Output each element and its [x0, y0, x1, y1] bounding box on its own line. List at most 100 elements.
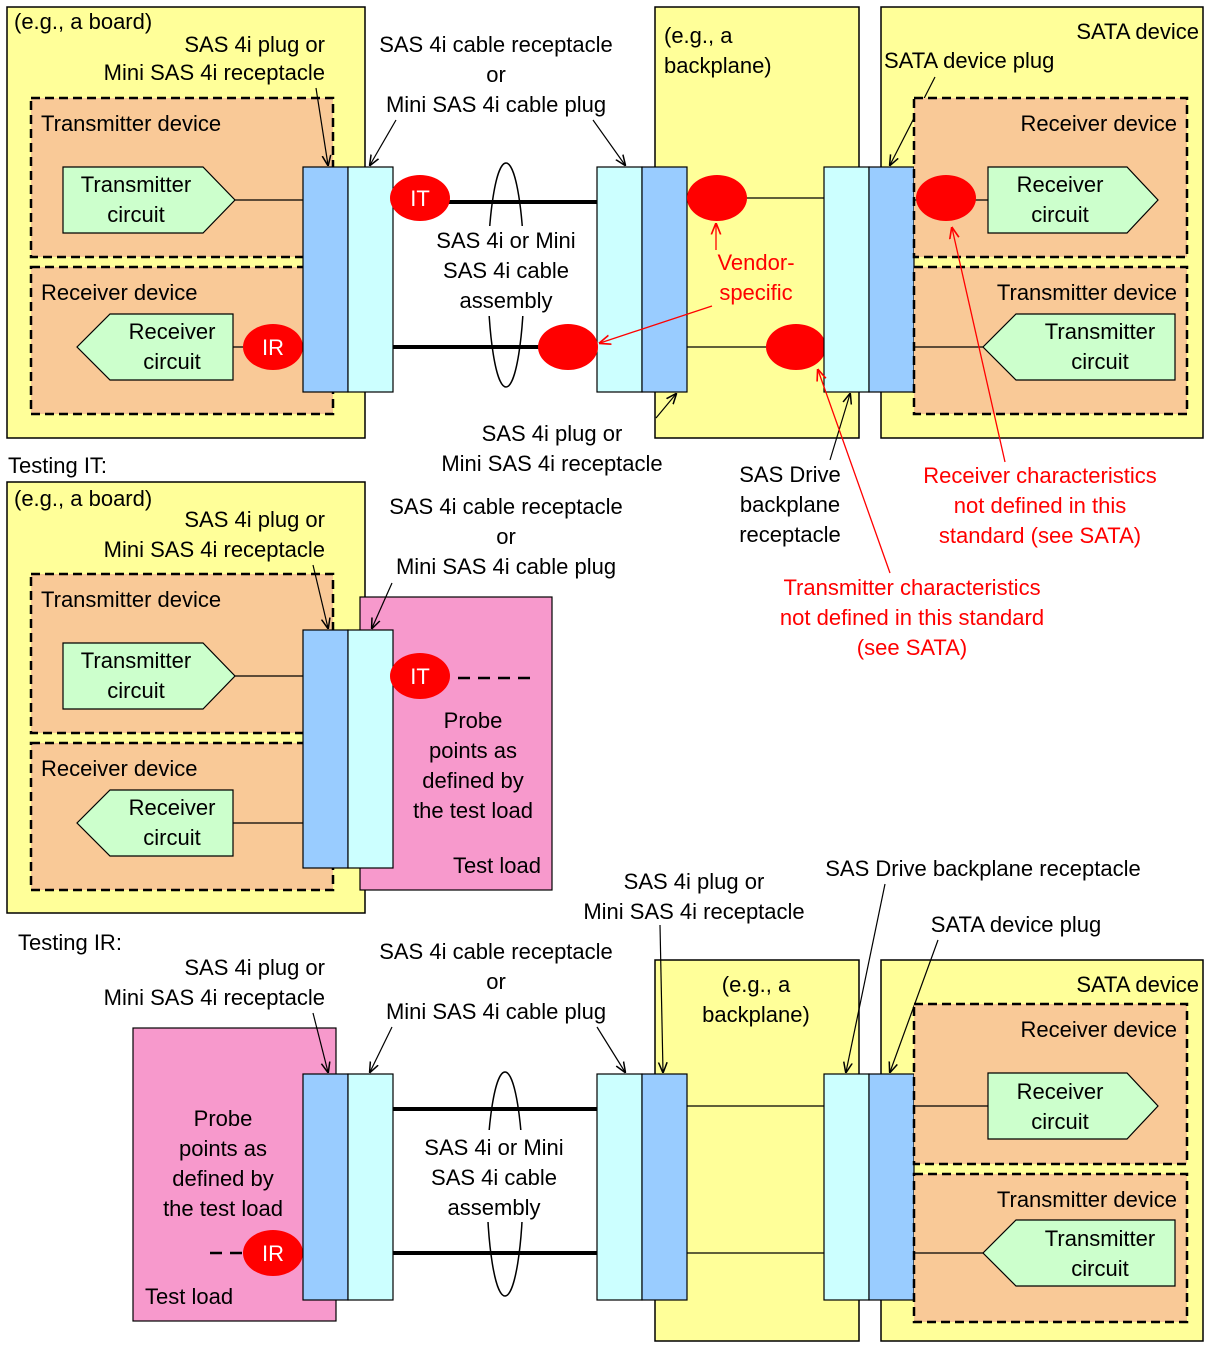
sata-device-label: SATA device	[1076, 972, 1199, 997]
backplane-label: backplane)	[702, 1002, 810, 1027]
cable-receptacle-pointer	[370, 1026, 393, 1072]
cable-plug-pointer-right	[592, 119, 625, 165]
cable-assembly-label: SAS 4i cable	[431, 1165, 557, 1190]
receiver-circuit-label: Receiver	[129, 319, 216, 344]
test-load-box	[132, 1027, 337, 1322]
cable-receptacle-label: SAS 4i cable receptacle	[379, 32, 613, 57]
tx-characteristics-note: (see SATA)	[857, 635, 967, 660]
sata-device-label: SATA device	[1076, 19, 1199, 44]
cable-receptacle-label: Mini SAS 4i cable plug	[386, 999, 606, 1024]
receiver-device-label: Receiver device	[41, 756, 198, 781]
board-plug	[302, 166, 349, 393]
rx-characteristics-note: standard (see SATA)	[939, 523, 1141, 548]
probe-ir-label: IR	[262, 335, 284, 360]
sata-transmitter-circuit-shape	[982, 1219, 1176, 1287]
rx-characteristics-note: Receiver characteristics	[923, 463, 1157, 488]
probe-it-label: IT	[410, 664, 430, 689]
sata-receiver-circuit-shape	[987, 166, 1159, 234]
sata-plug	[868, 166, 915, 393]
board-plug	[302, 629, 349, 869]
section-3-testing-ir: Testing IR: SAS 4i plug or Mini SAS 4i r…	[18, 856, 1204, 1342]
backplane-receptacle	[641, 166, 688, 393]
vendor-probe-top	[687, 175, 747, 221]
testing-ir-heading: Testing IR:	[18, 930, 122, 955]
rx-undefined-probe	[916, 175, 976, 221]
backplane-label: backplane)	[664, 53, 772, 78]
board-plug-label: Mini SAS 4i receptacle	[104, 60, 325, 85]
sata-receiver-device-label: Receiver device	[1020, 111, 1177, 136]
transmitter-circuit-label: circuit	[107, 202, 164, 227]
probe-points-label: the test load	[163, 1196, 283, 1221]
sata-receiver-circuit-label: circuit	[1031, 1109, 1088, 1134]
tx-characteristics-note: Transmitter characteristics	[783, 575, 1040, 600]
probe-points-label: Probe	[444, 708, 503, 733]
board-plug-label: Mini SAS 4i receptacle	[104, 537, 325, 562]
sata-receiver-device-label: Receiver device	[1020, 1017, 1177, 1042]
backplane-receptacle	[641, 1073, 688, 1301]
cable-assembly-label: assembly	[460, 288, 553, 313]
tx-note-pointer	[818, 370, 891, 574]
backplane-label: (e.g., a	[664, 23, 733, 48]
drive-receptacle-label: SAS Drive backplane receptacle	[825, 856, 1141, 881]
probe-points-label: Probe	[194, 1106, 253, 1131]
transmitter-circuit-label: circuit	[107, 678, 164, 703]
cable-receptacle-label: or	[486, 62, 506, 87]
cable-receptacle-label: or	[486, 969, 506, 994]
vendor-probe-left	[538, 324, 598, 370]
cable-plug	[596, 1073, 643, 1301]
board-plug-pointer	[312, 564, 328, 628]
transmitter-circuit-shape	[62, 642, 236, 710]
vendor-specific-label: specific	[719, 280, 792, 305]
sata-transmitter-device-label: Transmitter device	[997, 1187, 1177, 1212]
probe-ir	[243, 324, 303, 370]
sata-transmitter-circuit-label: circuit	[1071, 349, 1128, 374]
cable-plug	[596, 166, 643, 393]
probe-ir	[243, 1230, 303, 1276]
sata-receiver-circuit-shape	[987, 1072, 1159, 1140]
sata-plug-label: SATA device plug	[931, 912, 1101, 937]
drive-receptacle-label: receptacle	[739, 522, 841, 547]
cable-receptacle	[347, 1073, 394, 1301]
probe-it-label: IT	[410, 186, 430, 211]
transmitter-circuit-shape	[62, 166, 236, 234]
probe-points-label: points as	[179, 1136, 267, 1161]
probe-ir-label: IR	[262, 1241, 284, 1266]
probe-it	[390, 175, 450, 221]
cable-assembly-label: SAS 4i or Mini	[436, 228, 575, 253]
drive-backplane-receptacle	[823, 166, 870, 393]
tx-characteristics-note: not defined in this standard	[780, 605, 1044, 630]
plug-label: SAS 4i plug or	[184, 955, 325, 980]
bp-plug-pointer	[660, 924, 663, 1072]
section-1-full-link: (e.g., a board) SAS 4i plug or Mini SAS …	[6, 6, 1204, 660]
drive-receptacle-pointer	[829, 394, 850, 461]
sata-plug-label: SATA device plug	[884, 48, 1054, 73]
cable-assembly-label: assembly	[448, 1195, 541, 1220]
cable-receptacle-label: or	[496, 524, 516, 549]
rx-note-pointer	[952, 228, 1006, 463]
sata-transmitter-device-label: Transmitter device	[997, 280, 1177, 305]
cable-plug-pointer	[596, 1026, 625, 1072]
probe-points-label: the test load	[413, 798, 533, 823]
bp-plug-label: SAS 4i plug or	[624, 869, 765, 894]
sata-receiver-circuit-label: circuit	[1031, 202, 1088, 227]
bp-plug-label: Mini SAS 4i receptacle	[441, 451, 662, 476]
transmitter-device-label: Transmitter device	[41, 111, 221, 136]
bp-plug-label: Mini SAS 4i receptacle	[583, 899, 804, 924]
drive-backplane-receptacle	[823, 1073, 870, 1301]
plug-pointer	[312, 1012, 328, 1072]
cable-label-bg	[418, 1130, 590, 1222]
board-plug-pointer	[315, 87, 328, 165]
sata-receiver-circuit-label: Receiver	[1017, 1079, 1104, 1104]
test-load-label: Test load	[453, 853, 541, 878]
probe-points-label: defined by	[172, 1166, 274, 1191]
test-plug	[302, 1073, 349, 1301]
cable-receptacle-pointer	[372, 582, 393, 628]
transmitter-circuit-label: Transmitter	[81, 172, 191, 197]
receiver-circuit-shape	[76, 789, 234, 857]
vendor-pointer-left	[600, 305, 713, 343]
bp-plug-label: SAS 4i plug or	[482, 421, 623, 446]
test-load-label: Test load	[145, 1284, 233, 1309]
testing-it-heading: Testing IT:	[8, 453, 107, 478]
cable-receptacle-label: SAS 4i cable receptacle	[379, 939, 613, 964]
